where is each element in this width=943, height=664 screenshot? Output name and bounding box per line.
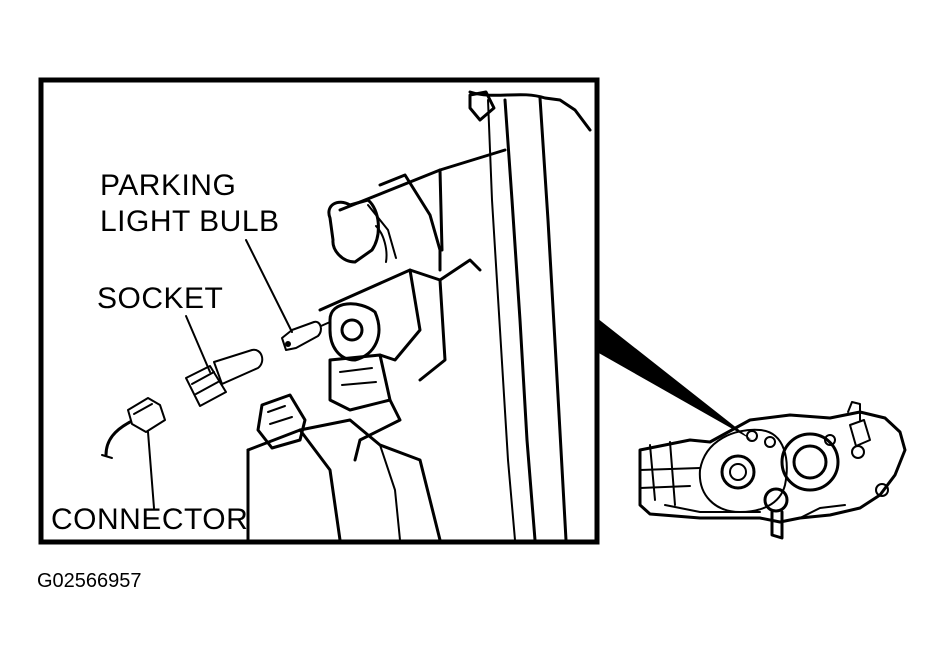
leader-parking-light-bulb: [245, 239, 293, 333]
leader-connector: [147, 431, 155, 509]
figure-id: G02566957: [37, 570, 142, 592]
connector: [101, 397, 166, 459]
headlamp-overview: [638, 401, 907, 540]
socket: [185, 348, 264, 407]
magnification-wedge: [597, 318, 752, 440]
leader-socket: [185, 315, 211, 373]
parking-light-bulb: [281, 320, 322, 351]
label-connector: CONNECTOR: [51, 503, 249, 536]
label-parking-light-bulb-line1: PARKING: [100, 169, 237, 202]
label-parking-light-bulb-line2: LIGHT BULB: [100, 205, 280, 238]
label-socket: SOCKET: [97, 282, 224, 315]
headlamp-housing-detail: [246, 90, 592, 542]
